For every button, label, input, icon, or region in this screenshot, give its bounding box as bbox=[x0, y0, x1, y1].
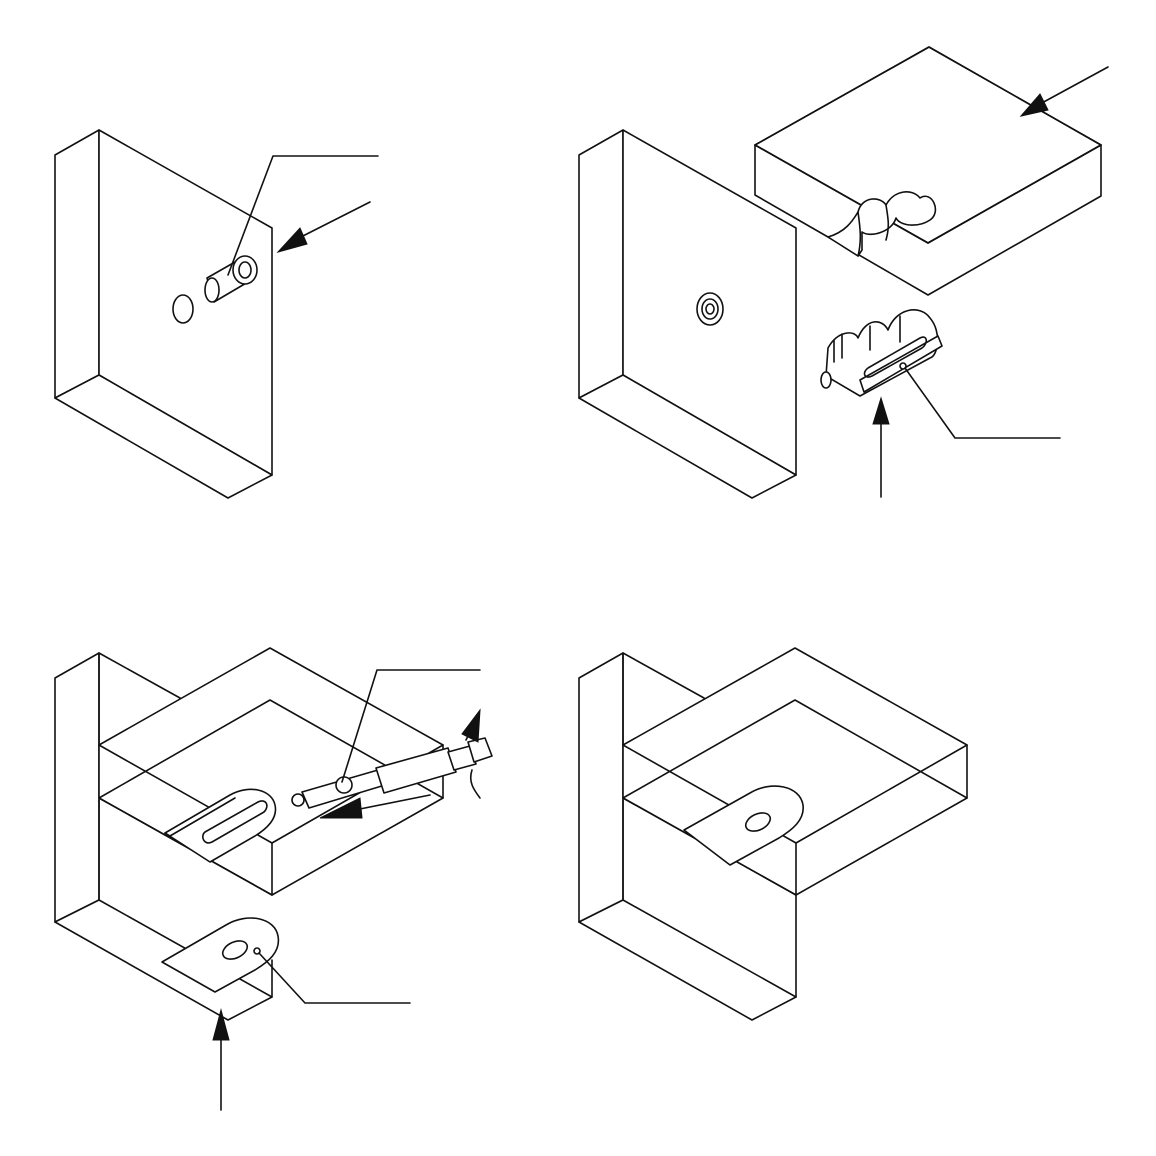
hanger-bracket bbox=[164, 788, 277, 863]
cover-plate-installed bbox=[683, 785, 804, 866]
wall-panel bbox=[54, 129, 273, 499]
direction-arrow bbox=[1019, 66, 1109, 117]
shelf-board bbox=[622, 647, 968, 896]
callout-leader bbox=[258, 952, 411, 1004]
direction-arrow bbox=[212, 1008, 230, 1111]
callout-leader bbox=[341, 669, 481, 783]
shelf-board bbox=[754, 46, 1102, 296]
direction-arrow bbox=[461, 708, 481, 743]
direction-arrow bbox=[872, 396, 890, 498]
drilled-hole bbox=[172, 294, 194, 324]
step-2-panel bbox=[578, 46, 1109, 499]
direction-arrow bbox=[276, 201, 371, 253]
step-4-panel bbox=[578, 647, 968, 1021]
shelf-recess bbox=[827, 191, 937, 257]
direction-arrow bbox=[319, 794, 431, 819]
wall-panel bbox=[54, 652, 273, 1021]
callout-leader bbox=[227, 155, 379, 276]
hanger-bracket bbox=[820, 309, 943, 397]
wall-panel bbox=[578, 652, 797, 1021]
threaded-insert bbox=[204, 255, 258, 303]
hex-bit-driver bbox=[291, 737, 493, 809]
step-3-panel bbox=[54, 647, 493, 1111]
callout-leader bbox=[904, 367, 1061, 439]
step-1-panel bbox=[54, 129, 379, 499]
installed-insert bbox=[696, 292, 724, 326]
cover-plate bbox=[161, 917, 280, 993]
